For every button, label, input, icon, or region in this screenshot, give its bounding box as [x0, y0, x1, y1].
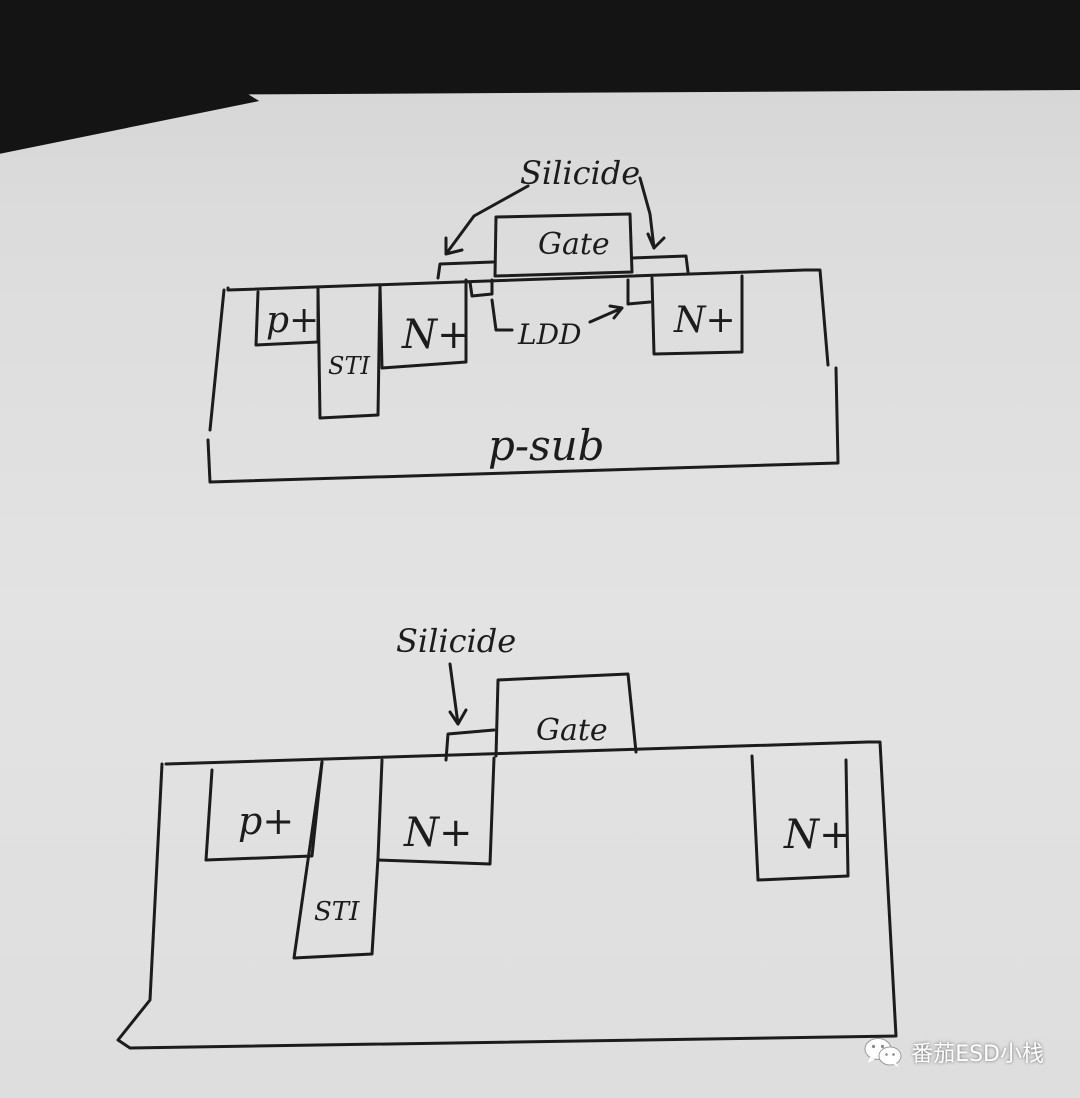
top-nplus-left-region: [378, 278, 468, 370]
top-substrate-outline: [206, 268, 840, 484]
top-substrate-label: p-sub: [488, 421, 605, 470]
top-nplus-right-region: [650, 274, 744, 356]
watermark-text: 番茄ESD小栈: [911, 1042, 1044, 1067]
bottom-nplus-right-label: N+: [783, 812, 853, 858]
top-sti-label: STI: [328, 352, 370, 380]
top-cross-section: Silicide Gate p+ STI N+ N+ LDD p-sub: [206, 154, 840, 484]
bottom-gate-label: Gate: [536, 713, 608, 748]
bottom-nplus-left-region: [376, 756, 496, 866]
bottom-cross-section: Silicide Gate p+ STI N+ N+: [116, 622, 898, 1050]
top-silicide-right: [630, 254, 690, 274]
top-ldd-right: [626, 278, 652, 306]
bottom-sti-region: [292, 758, 384, 960]
top-silicide-arrow-left: [444, 184, 530, 256]
bottom-silicide-arrow: [448, 662, 468, 726]
top-nplus-left-label: N+: [401, 312, 471, 358]
bottom-sti-label: STI: [314, 897, 360, 927]
top-ldd-left: [468, 278, 494, 298]
bottom-silicide-label: Silicide: [396, 622, 516, 660]
top-ldd-arrow-left: [490, 298, 514, 332]
bottom-nplus-left-label: N+: [403, 810, 473, 856]
top-silicide-arrow-right: [638, 176, 666, 250]
top-ldd-label: LDD: [517, 318, 582, 351]
bottom-substrate-outline: [116, 740, 898, 1050]
top-nplus-right-label: N+: [673, 300, 736, 341]
top-silicide-label: Silicide: [520, 154, 640, 192]
bottom-nplus-right-region: [750, 754, 850, 882]
top-gate: [493, 212, 634, 278]
top-pplus-label: p+: [266, 300, 319, 341]
top-ldd-arrow-right: [588, 304, 624, 324]
top-sti-region: [316, 283, 382, 420]
wechat-icon: [864, 1038, 902, 1067]
bottom-silicide: [444, 728, 496, 762]
bottom-gate: [494, 672, 638, 758]
bottom-pplus-region: [204, 760, 324, 862]
top-silicide-left: [436, 260, 495, 280]
watermark: 番茄ESD小栈: [863, 1036, 1044, 1068]
bottom-pplus-label: p+: [238, 799, 294, 843]
top-gate-label: Gate: [538, 227, 610, 262]
